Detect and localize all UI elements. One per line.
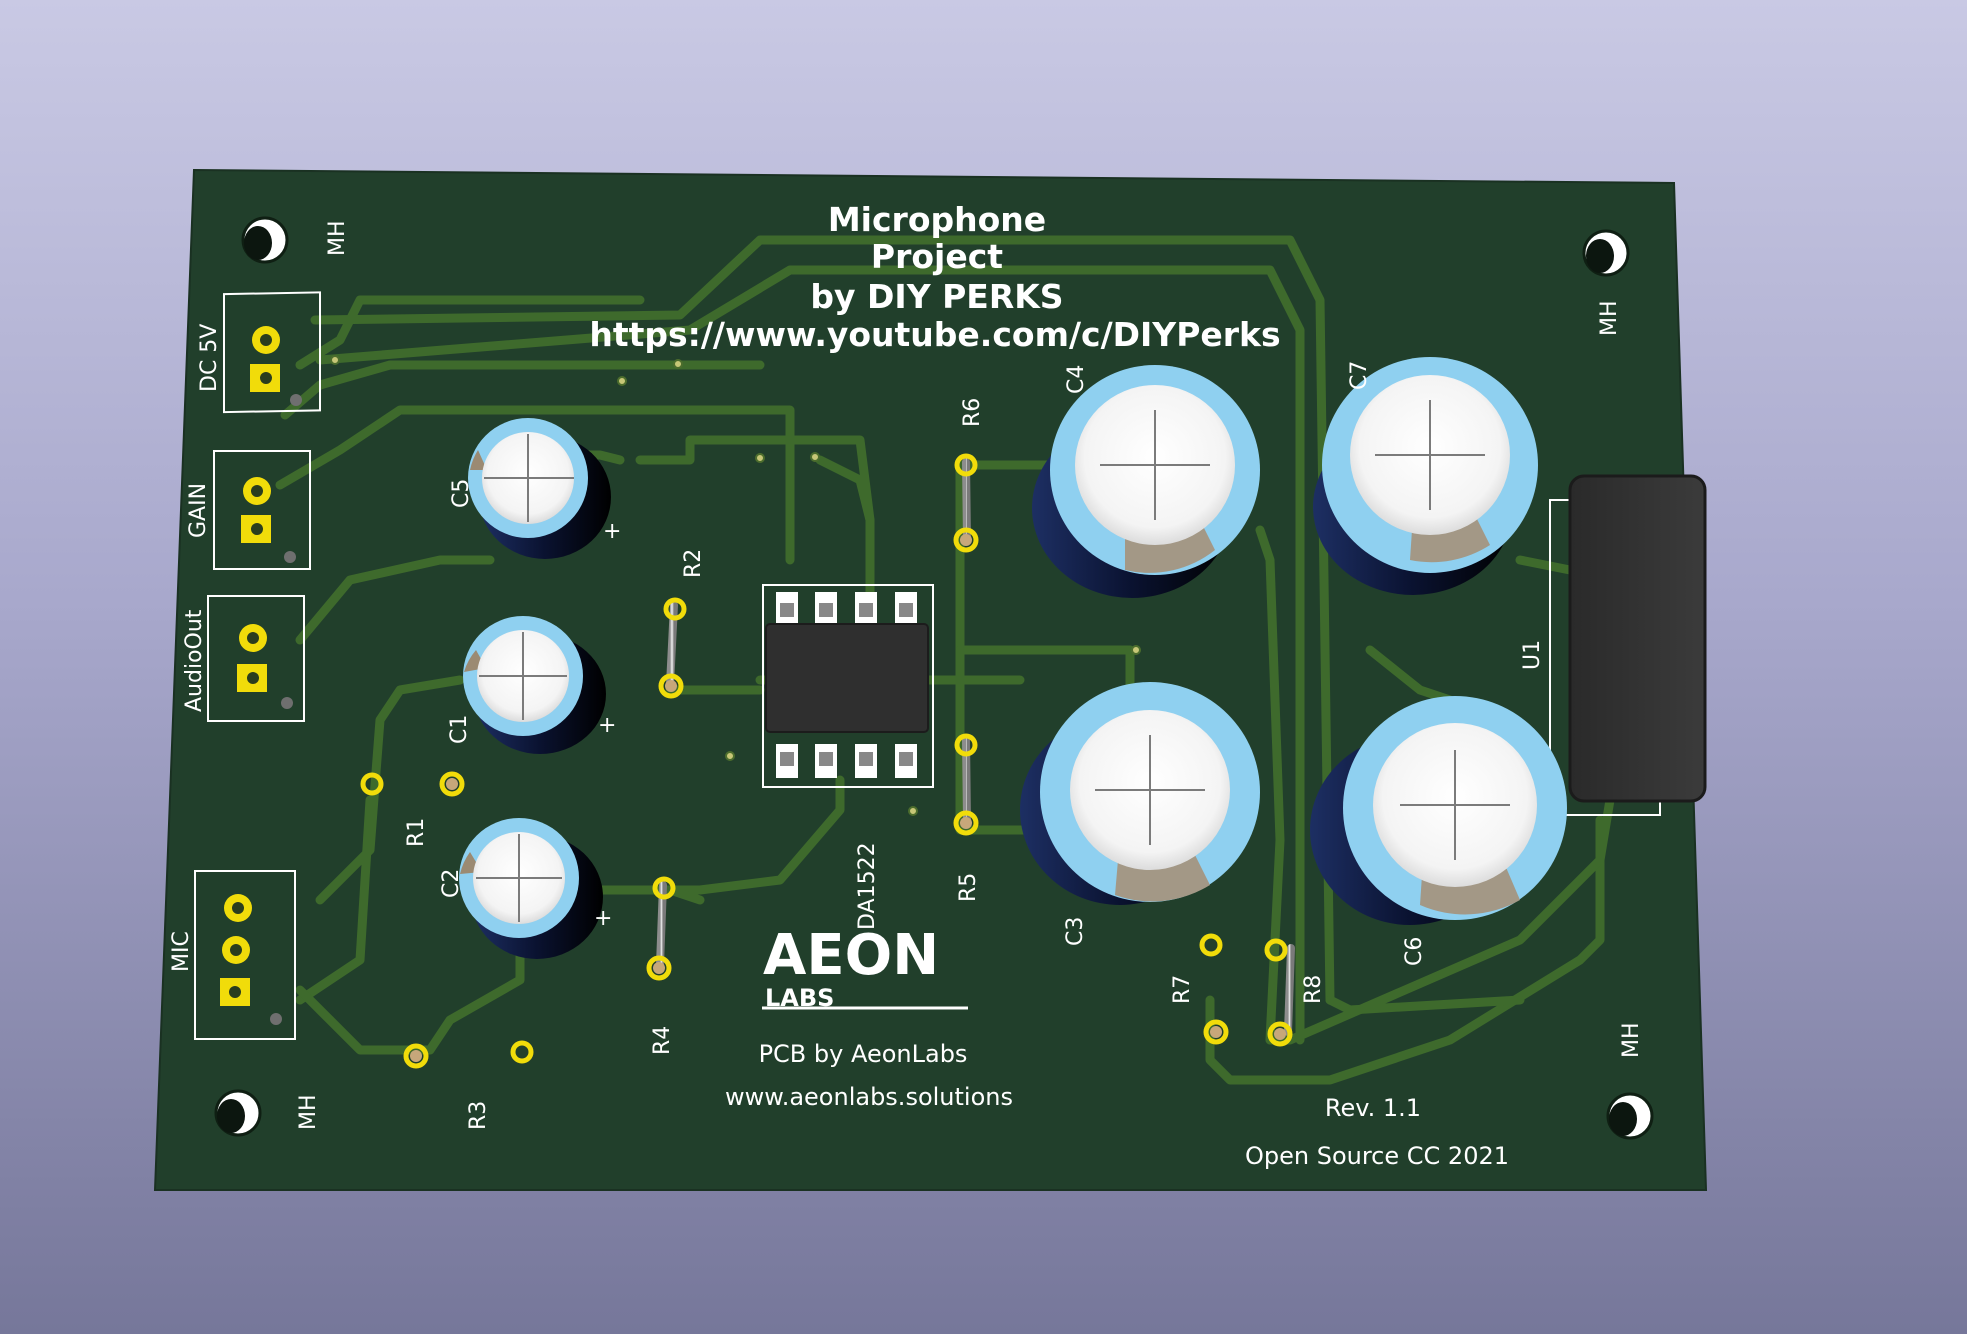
polarity-c1: + — [598, 713, 616, 738]
ref-u1: U1 — [1520, 640, 1545, 670]
ref-c4: C4 — [1064, 365, 1089, 394]
title-line-2: Project — [871, 237, 1003, 276]
label-audio-out: AudioOut — [182, 609, 207, 712]
ic-package — [762, 584, 934, 788]
title-url: https://www.youtube.com/c/DIYPerks — [589, 315, 1280, 354]
title-line-1: Microphone — [828, 200, 1046, 239]
logo-sub-text: LABS — [765, 984, 834, 1012]
ref-c7: C7 — [1347, 361, 1372, 390]
mh-label-top-right: MH — [1597, 300, 1622, 336]
polarity-c2: + — [594, 906, 612, 931]
ref-c6: C6 — [1402, 937, 1427, 966]
capacitor-c6 — [1310, 696, 1567, 925]
ref-r2: R2 — [681, 549, 706, 578]
ref-r3: R3 — [466, 1101, 491, 1130]
capacitor-top-marks — [476, 400, 1510, 922]
polarity-c5: + — [603, 519, 621, 544]
ref-r8: R8 — [1301, 975, 1326, 1004]
ref-c2: C2 — [439, 869, 464, 898]
website-text: www.aeonlabs.solutions — [725, 1083, 1013, 1111]
label-gain: GAIN — [186, 483, 211, 538]
ref-c5: C5 — [449, 479, 474, 508]
label-mic: MIC — [169, 931, 194, 972]
title-line-3: by DIY PERKS — [810, 277, 1063, 316]
label-dc-5v: DC 5V — [197, 324, 222, 392]
logo-main-text: AEON — [763, 923, 939, 988]
mh-label-bottom-left: MH — [296, 1094, 321, 1130]
vias — [330, 355, 1141, 816]
connector-pads — [220, 326, 302, 1025]
ref-r1: R1 — [404, 818, 429, 847]
resistor-pads — [360, 453, 1293, 1069]
ref-c3: C3 — [1063, 917, 1088, 946]
mh-label-top-left: MH — [325, 220, 350, 256]
ref-r4: R4 — [650, 1026, 675, 1055]
mh-label-bottom-right: MH — [1619, 1022, 1644, 1058]
u1-component — [1549, 474, 1707, 816]
resistor-bends — [410, 534, 1286, 1062]
license-text: Open Source CC 2021 — [1245, 1142, 1509, 1170]
ref-r6: R6 — [960, 398, 985, 427]
ref-c1: C1 — [447, 715, 472, 744]
pcb-by-text: PCB by AeonLabs — [759, 1040, 968, 1068]
connector-outlines — [194, 291, 321, 1040]
ref-ic: DA1522 — [855, 842, 880, 930]
revision-text: Rev. 1.1 — [1325, 1094, 1421, 1122]
aeon-logo: AEON LABS — [762, 923, 968, 1012]
title-block: Microphone Project by DIY PERKS https://… — [589, 200, 1280, 354]
ref-r5: R5 — [956, 873, 981, 902]
ref-r7: R7 — [1170, 975, 1195, 1004]
